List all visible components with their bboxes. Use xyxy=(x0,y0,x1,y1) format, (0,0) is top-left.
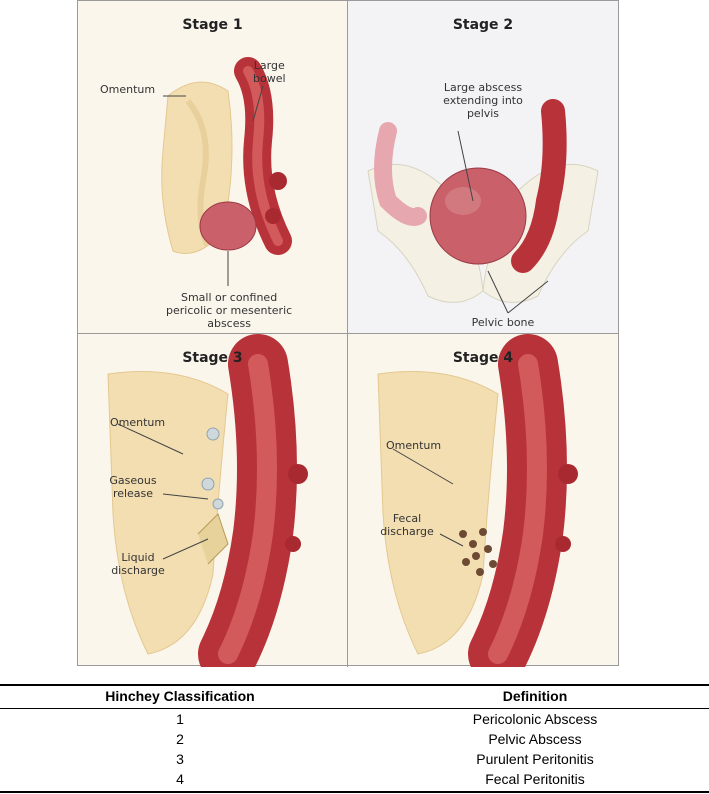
table-row: 3 Purulent Peritonitis xyxy=(0,750,709,770)
table-row: 1 Pericolonic Abscess xyxy=(0,710,709,730)
definition-cell: Pericolonic Abscess xyxy=(472,711,598,727)
column-header-classification: Hinchey Classification xyxy=(105,688,255,704)
stage-3-title: Stage 3 xyxy=(182,350,243,366)
stage-1-title: Stage 1 xyxy=(182,17,243,33)
large-bowel-label: Large bowel xyxy=(253,59,286,85)
omentum-label-4: Omentum xyxy=(386,439,442,452)
table-header-rule xyxy=(0,708,709,709)
large-abscess-label: Large abscess extending into pelvis xyxy=(443,81,523,120)
stage-2-panel: Stage 2 Large abscess extending into pel… xyxy=(348,1,618,334)
omentum-label-3: Omentum xyxy=(110,416,166,429)
classification-cell: 2 xyxy=(176,731,184,747)
column-header-definition: Definition xyxy=(502,688,568,704)
stage-1-illustration xyxy=(161,57,292,286)
classification-cell: 3 xyxy=(176,751,184,767)
classification-cell: 4 xyxy=(176,771,184,787)
hinchey-illustration: Stage 1 Omentum Large bowel Small or con… xyxy=(77,0,619,667)
omentum-label: Omentum xyxy=(100,83,156,96)
table-top-rule xyxy=(0,684,709,686)
stage-4-title: Stage 4 xyxy=(452,350,514,366)
stage-4-panel: Stage 4 Omentum Fecal discharge xyxy=(348,334,618,667)
table-row: 2 Pelvic Abscess xyxy=(0,730,709,750)
liquid-discharge-label: Liquid discharge xyxy=(111,551,165,577)
stage-1-panel: Stage 1 Omentum Large bowel Small or con… xyxy=(78,1,348,334)
pelvic-bone-label: Pelvic bone xyxy=(471,316,535,329)
stage-4-illustration xyxy=(377,334,578,667)
table-bottom-rule xyxy=(0,791,709,793)
stage-3-panel: Stage 3 Omentum Gaseous release Liquid d… xyxy=(78,334,348,667)
stage-2-illustration xyxy=(367,99,599,314)
fecal-discharge-label: Fecal discharge xyxy=(380,512,434,538)
small-abscess-label: Small or confined pericolic or mesenteri… xyxy=(166,291,293,330)
definition-cell: Pelvic Abscess xyxy=(488,731,582,747)
definition-cell: Purulent Peritonitis xyxy=(476,751,594,767)
definition-cell: Fecal Peritonitis xyxy=(485,771,585,787)
stage-2-title: Stage 2 xyxy=(452,17,514,33)
gaseous-release-label: Gaseous release xyxy=(109,474,157,500)
hinchey-table: Hinchey Classification Definition 1 Peri… xyxy=(0,684,709,794)
classification-cell: 1 xyxy=(176,711,184,727)
stage-3-illustration xyxy=(107,334,308,667)
table-row: 4 Fecal Peritonitis xyxy=(0,770,709,790)
